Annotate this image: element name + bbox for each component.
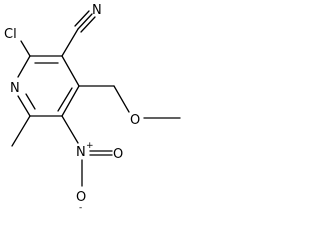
- bond-c3-c4: [61, 55, 80, 87]
- bond-c3-cn: [61, 28, 79, 57]
- chlorine-atom-label: Cl: [4, 27, 17, 42]
- nitro-oxygen-charge: -: [79, 203, 82, 213]
- chemical-structure-diagram: Cl N N O N + O O -: [4, 3, 181, 213]
- ring-nitrogen-atom-label: N: [10, 81, 20, 96]
- nitro-double-oxygen-atom-label: O: [113, 147, 123, 162]
- methoxy-oxygen-atom-label: O: [130, 113, 140, 128]
- pyridine-ring: [17, 55, 80, 117]
- nitrile-triple-bond: [74, 10, 96, 33]
- bond-c2-cl: [20, 40, 31, 57]
- bond-c6-ch3: [11, 115, 31, 147]
- nitro-nitrogen-atom-label: N: [76, 145, 86, 160]
- bond-c4-c5: [61, 85, 80, 117]
- nitro-single-oxygen-atom-label: O: [76, 190, 86, 205]
- bond-c6-n1: [17, 95, 31, 117]
- bond-n1-c2: [17, 55, 31, 78]
- nitrile-nitrogen-atom-label: N: [92, 3, 102, 18]
- bond-c6-n1-inner: [25, 93, 36, 110]
- bond-ch2-o: [113, 85, 130, 113]
- nitro-nitrogen-charge: +: [86, 141, 94, 151]
- bond-c5-nitro: [61, 115, 79, 144]
- bond-c4-c5-inner: [57, 87, 73, 112]
